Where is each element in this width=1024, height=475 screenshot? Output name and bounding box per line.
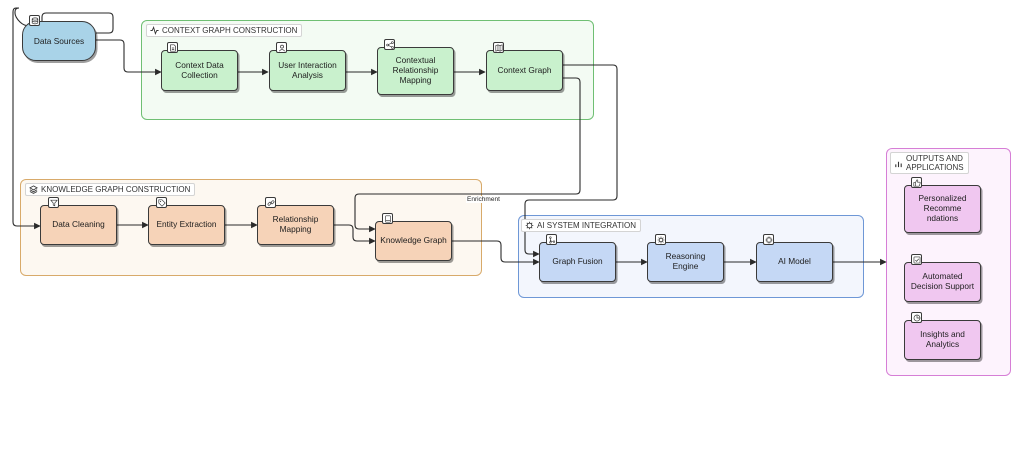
- knowledge-group-label: KNOWLEDGE GRAPH CONSTRUCTION: [25, 183, 196, 197]
- edge-relationship-to-knowledge-graph: [334, 224, 376, 245]
- database-icon: [29, 15, 40, 26]
- activity-icon: [150, 26, 159, 36]
- knowledge-graph-node[interactable]: Knowledge Graph: [375, 221, 452, 261]
- contextual-relationship-mapping-label: Contextual Relationship Mapping: [392, 55, 439, 85]
- automated-decision-support-node[interactable]: Automated Decision Support: [904, 262, 981, 302]
- map-icon: [493, 42, 504, 53]
- ai-model-label: AI Model: [778, 256, 811, 267]
- share-icon: [384, 39, 395, 50]
- entity-extraction-label: Entity Extraction: [156, 219, 217, 230]
- gear-icon: [655, 234, 666, 245]
- merge-icon: [546, 234, 557, 245]
- edge-sources-to-data-cleaning: [12, 7, 41, 230]
- cpu-icon: [525, 221, 534, 230]
- chip-icon: [763, 234, 774, 245]
- data-sources-node[interactable]: Data Sources: [22, 21, 96, 61]
- ai-group-title: AI SYSTEM INTEGRATION: [537, 221, 636, 230]
- context-graph-label: Context Graph: [497, 64, 552, 75]
- context-graph-node[interactable]: Context Graph: [486, 50, 563, 91]
- data-cleaning-node[interactable]: Data Cleaning: [40, 205, 117, 245]
- bar-chart-icon: [894, 159, 903, 168]
- user-icon: [276, 42, 287, 53]
- ai-model-node[interactable]: AI Model: [756, 242, 833, 282]
- check-square-icon: [911, 254, 922, 265]
- automated-decision-support-label: Automated Decision Support: [910, 271, 975, 291]
- personalized-recommendations-node[interactable]: Personalized Recomme ndations: [904, 185, 981, 233]
- edge-context-graph-enrichment: [354, 77, 581, 233]
- tag-icon: [156, 197, 167, 208]
- reasoning-engine-label: Reasoning Engine: [665, 251, 706, 271]
- outputs-group-label: OUTPUTS AND APPLICATIONS: [890, 152, 969, 175]
- reasoning-engine-node[interactable]: Reasoning Engine: [647, 242, 724, 282]
- graph-fusion-label: Graph Fusion: [552, 256, 603, 267]
- insights-and-analytics-node[interactable]: Insights and Analytics: [904, 320, 981, 360]
- graph-fusion-node[interactable]: Graph Fusion: [539, 242, 616, 282]
- pie-chart-icon: [911, 312, 922, 323]
- filter-icon: [48, 197, 59, 208]
- book-icon: [382, 213, 393, 224]
- relationship-mapping-label: Relationship Mapping: [272, 214, 319, 234]
- entity-extraction-node[interactable]: Entity Extraction: [148, 205, 225, 245]
- user-interaction-analysis-node[interactable]: User Interaction Analysis: [269, 50, 346, 91]
- insights-and-analytics-label: Insights and Analytics: [920, 329, 965, 349]
- edge-knowledge-graph-to-fusion: [452, 240, 540, 266]
- outputs-group-title-line2: APPLICATIONS: [906, 163, 964, 173]
- context-data-collection-node[interactable]: Context Data Collection: [161, 50, 238, 91]
- contextual-relationship-mapping-node[interactable]: Contextual Relationship Mapping: [377, 47, 454, 95]
- ai-group-label: AI SYSTEM INTEGRATION: [521, 219, 641, 233]
- personalized-recommendations-label: Personalized Recomme ndations: [918, 193, 967, 223]
- outputs-group-title: OUTPUTS AND APPLICATIONS: [906, 154, 964, 172]
- edge-sources-loop: [41, 12, 114, 34]
- data-cleaning-label: Data Cleaning: [52, 219, 105, 230]
- context-group-label: CONTEXT GRAPH CONSTRUCTION: [146, 24, 303, 38]
- relationship-mapping-node[interactable]: Relationship Mapping: [257, 205, 334, 245]
- context-group-title: CONTEXT GRAPH CONSTRUCTION: [162, 26, 298, 35]
- link-icon: [265, 197, 276, 208]
- knowledge-graph-label: Knowledge Graph: [380, 235, 447, 246]
- document-icon: [167, 42, 178, 53]
- thumbs-up-icon: [911, 177, 922, 188]
- user-interaction-analysis-label: User Interaction Analysis: [278, 59, 337, 80]
- edge-context-graph-to-fusion: [524, 64, 618, 258]
- edge-sources-to-context-collection: [95, 39, 162, 76]
- enrichment-edge-label: Enrichment: [466, 196, 501, 203]
- layers-icon: [29, 185, 38, 194]
- knowledge-group-title: KNOWLEDGE GRAPH CONSTRUCTION: [41, 185, 191, 194]
- data-sources-label: Data Sources: [33, 36, 85, 46]
- outputs-group-title-line1: OUTPUTS AND: [906, 154, 963, 163]
- context-data-collection-label: Context Data Collection: [175, 59, 224, 80]
